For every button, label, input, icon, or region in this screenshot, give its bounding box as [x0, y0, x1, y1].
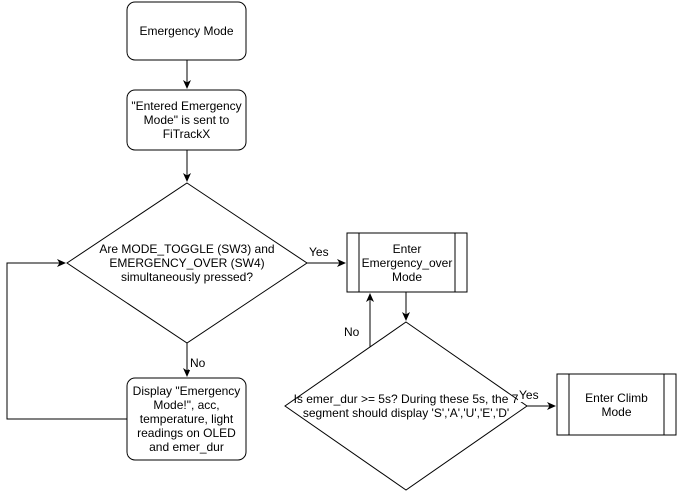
edge-label-yes-climb: Yes — [518, 388, 540, 402]
edge-label-yes-emergency-over: Yes — [308, 245, 330, 259]
edge-display-loop-back — [6, 259, 127, 420]
label-display-readings: Display "Emergency Mode!", acc, temperat… — [132, 384, 241, 454]
edge-label-no-back: No — [343, 325, 361, 339]
node-decision-duration-diamond[interactable] — [284, 321, 528, 491]
label-decision-toggle: Are MODE_TOGGLE (SW3) and EMERGENCY_OVER… — [99, 242, 275, 284]
label-enter-climb: Enter Climb Mode — [585, 390, 648, 419]
label-enter-emergency-over: Enter Emergency_over Mode — [361, 241, 453, 284]
label-entered-message: "Entered Emergency Mode" is sent to FiTr… — [131, 99, 242, 141]
label-emergency-mode: Emergency Mode — [139, 24, 234, 38]
node-enter-emergency-over-process[interactable] — [346, 232, 468, 293]
node-enter-climb-process[interactable] — [556, 373, 677, 436]
label-decision-duration: Is emer_dur >= 5s? During these 5s, the … — [293, 392, 519, 420]
edge-label-no-display: No — [189, 356, 207, 370]
